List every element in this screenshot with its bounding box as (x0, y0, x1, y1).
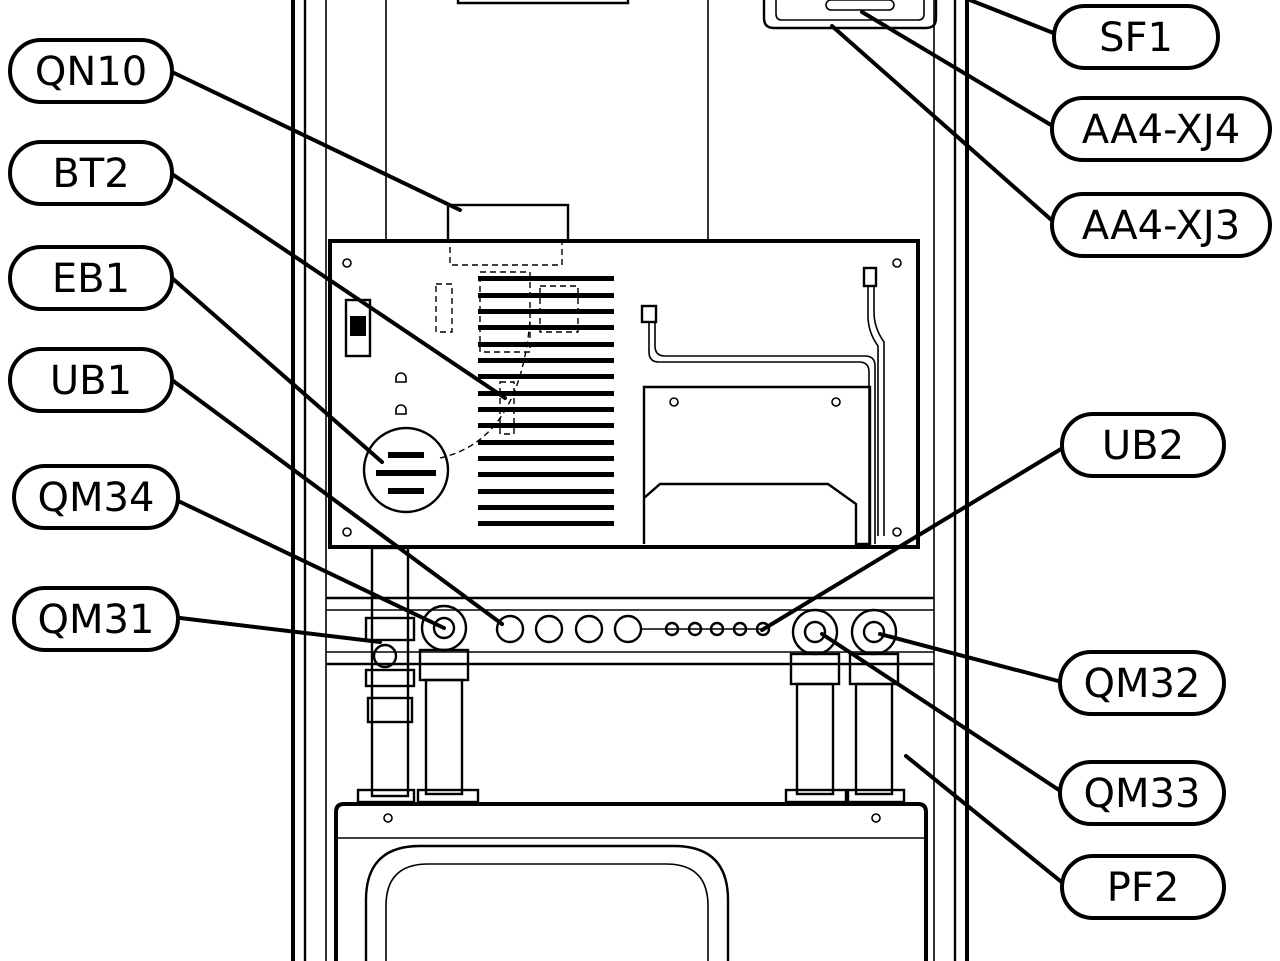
leader-ub1 (170, 378, 504, 626)
label-qm34: QM34 (12, 464, 180, 530)
leader-bt2 (170, 172, 507, 400)
label-eb1: EB1 (8, 245, 174, 311)
svg-text:UB2: UB2 (1102, 423, 1184, 469)
label-aa4-xj3: AA4-XJ3 (1050, 192, 1272, 258)
qm32-valve (848, 608, 900, 796)
qm31-valve (364, 546, 416, 798)
leader-sf1 (968, 0, 1058, 36)
cabinet-frame (291, 0, 969, 961)
pf2-tray (334, 802, 928, 961)
label-qm31: QM31 (12, 586, 180, 652)
leader-ub2 (760, 444, 1068, 632)
pipe-rail (326, 596, 934, 666)
electrical-panel (328, 239, 920, 549)
qn10-valve-block (446, 203, 570, 243)
label-ub1: UB1 (8, 347, 174, 413)
label-ub2: UB2 (1060, 412, 1226, 478)
svg-text:QM31: QM31 (38, 597, 155, 643)
top-display-unit (456, 0, 630, 5)
svg-text:QN10: QN10 (35, 49, 147, 95)
label-qm32: QM32 (1058, 650, 1226, 716)
svg-text:BT2: BT2 (52, 151, 129, 197)
svg-text:EB1: EB1 (52, 256, 130, 302)
leader-qn10 (170, 70, 462, 212)
svg-text:QM32: QM32 (1084, 661, 1201, 707)
label-qn10: QN10 (8, 38, 174, 104)
label-qm33: QM33 (1058, 760, 1226, 826)
svg-text:QM34: QM34 (38, 475, 155, 521)
leader-aa4-xj4 (860, 10, 1058, 130)
leader-aa4-xj3 (830, 24, 1058, 226)
svg-text:UB1: UB1 (50, 358, 132, 404)
svg-text:QM33: QM33 (1084, 771, 1201, 817)
qm33-valve (789, 608, 841, 796)
sf1-switch-housing (762, 0, 938, 30)
leader-qm34 (170, 496, 446, 630)
leader-qm33 (820, 632, 1064, 794)
svg-text:AA4-XJ4: AA4-XJ4 (1082, 107, 1240, 153)
vent-slots (478, 276, 614, 526)
label-pf2: PF2 (1060, 854, 1226, 920)
svg-text:PF2: PF2 (1107, 865, 1180, 911)
leader-lines (170, 0, 1068, 886)
label-bt2: BT2 (8, 140, 174, 206)
svg-text:SF1: SF1 (1099, 15, 1173, 61)
leader-qm32 (878, 632, 1064, 684)
leader-pf2 (904, 754, 1066, 886)
leader-eb1 (170, 276, 384, 464)
pipe-feet (356, 788, 906, 804)
label-aa4-xj4: AA4-XJ4 (1050, 96, 1272, 162)
label-sf1: SF1 (1052, 4, 1220, 70)
qm34-valve (418, 604, 470, 796)
svg-text:AA4-XJ3: AA4-XJ3 (1082, 203, 1240, 249)
leader-qm31 (178, 616, 382, 644)
